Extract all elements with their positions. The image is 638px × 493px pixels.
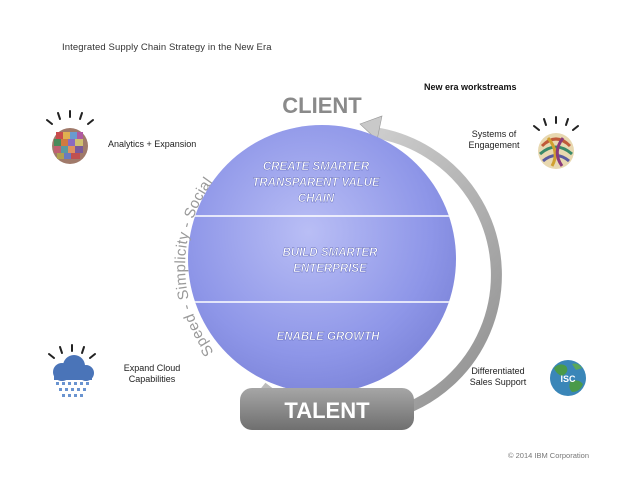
analytics-mosaic-icon (46, 110, 94, 164)
engagement-line-2: Engagement (468, 140, 520, 150)
isc-badge: ISC (560, 374, 576, 384)
talent-label: TALENT (284, 398, 370, 423)
slide-title: Integrated Supply Chain Strategy in the … (62, 42, 272, 53)
strategy-sphere (188, 125, 456, 393)
layer-dividers (188, 215, 456, 303)
cloud-line-2: Capabilities (128, 374, 176, 384)
layer-1-line-1: CREATE SMARTER (263, 161, 370, 173)
layer-create-smarter: CREATE SMARTER TRANSPARENT VALUE CHAIN (252, 161, 380, 205)
sales-line-1: Differentiated (471, 366, 525, 376)
client-label: CLIENT (282, 93, 362, 118)
copyright-text: © 2014 IBM Corporation (508, 451, 589, 460)
sales-line-2: Sales Support (469, 377, 527, 387)
layer-1-line-3: CHAIN (298, 193, 335, 205)
globe-isc-icon: ISC (550, 360, 586, 396)
talent-bar: TALENT (240, 388, 414, 430)
analytics-expansion-label: Analytics + Expansion (108, 139, 197, 149)
layer-enable-growth: ENABLE GROWTH (276, 331, 381, 343)
expand-cloud-label: Expand Cloud Capabilities (112, 363, 192, 385)
layer-1-line-2: TRANSPARENT VALUE (252, 177, 380, 189)
layer-2-line-2: ENTERPRISE (293, 263, 367, 275)
layer-3-line-1: ENABLE GROWTH (277, 331, 381, 343)
cloud-icon (48, 344, 96, 397)
layer-2-line-1: BUILD SMARTER (283, 247, 379, 259)
differentiated-sales-label: Differentiated Sales Support (456, 366, 540, 388)
layer-build-smarter: BUILD SMARTER ENTERPRISE (282, 247, 379, 275)
workstreams-heading: New era workstreams (424, 82, 517, 92)
engagement-swirl-icon (533, 116, 579, 169)
systems-of-engagement-label: Systems of Engagement (452, 129, 536, 151)
engagement-line-1: Systems of (471, 129, 517, 139)
cloud-line-1: Expand Cloud (123, 363, 181, 373)
